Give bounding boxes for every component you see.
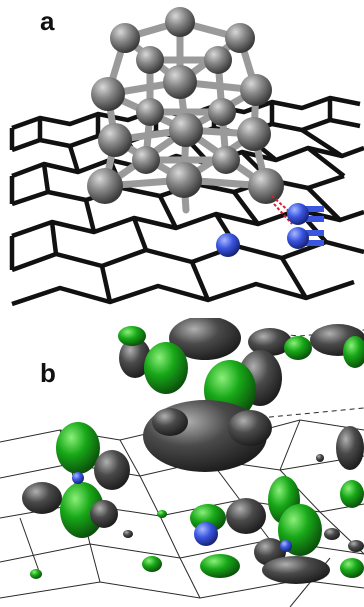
panel-label-b: b: [40, 358, 56, 388]
panel-b: b: [0, 318, 364, 607]
nitrogen-atoms: [72, 472, 292, 552]
cluster-on-graphene-figure: [9, 7, 364, 307]
metal-cluster: [87, 7, 284, 214]
panel-a: a: [9, 6, 364, 307]
charge-density-isosurface-figure: [0, 318, 364, 607]
panel-label-a: a: [40, 6, 55, 36]
isosurface-lobes: [22, 318, 364, 584]
nitrogen-dopants: [216, 195, 324, 257]
